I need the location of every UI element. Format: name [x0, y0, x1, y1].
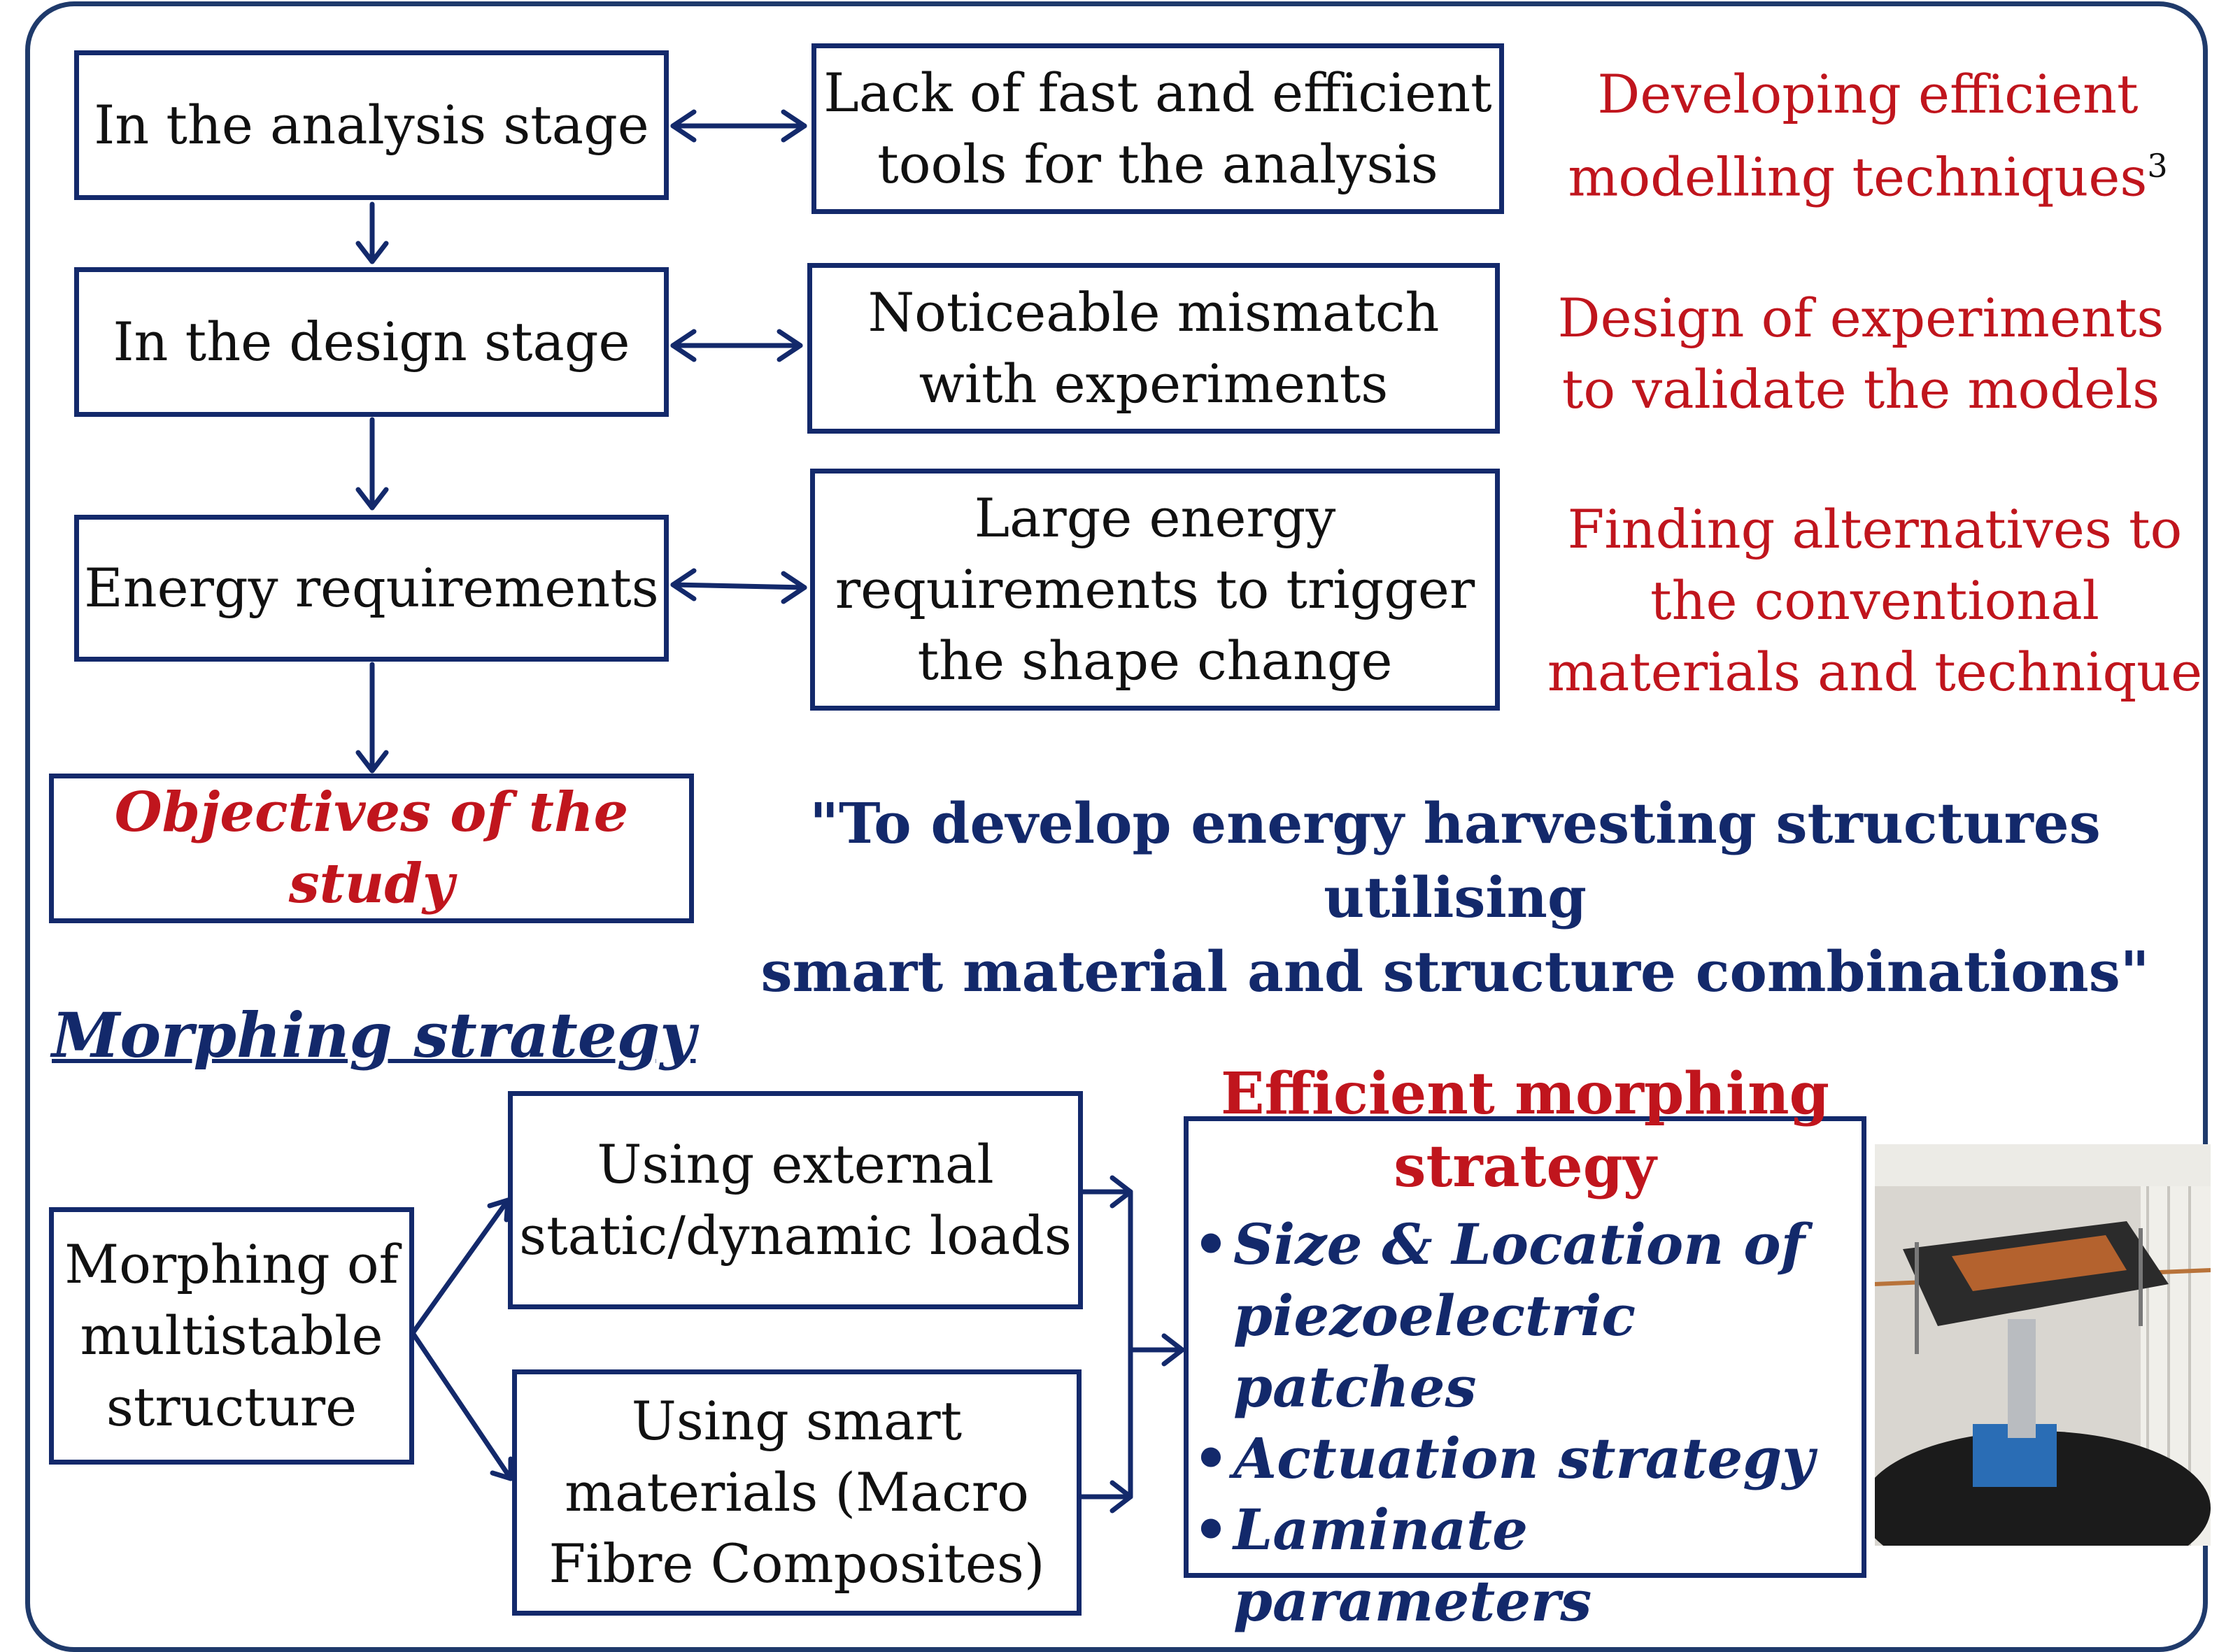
down-arrow-3: [355, 662, 389, 774]
solution-experiments: Design of experiments to validate the mo…: [1557, 287, 2164, 420]
solution-modelling: Developing efficient modelling technique…: [1539, 59, 2197, 213]
stage-box-analysis: In the analysis stage: [74, 50, 669, 200]
method-box-smart-materials: Using smart materials (Macro Fibre Compo…: [512, 1369, 1082, 1616]
bullet-dot-icon: •: [1193, 1211, 1229, 1277]
double-arrow-analysis: [670, 109, 807, 143]
stage-box-design: In the design stage: [74, 267, 669, 417]
reference-superscript: 3: [2147, 147, 2168, 185]
double-arrow-design: [670, 329, 803, 362]
result-box-efficient-strategy: Efficient morphing strategy •Size & Loca…: [1184, 1060, 1866, 1634]
merge-bracket: [1079, 1175, 1185, 1514]
method-label-external-loads: Using external static/dynamic loads: [519, 1133, 1072, 1267]
result-bullet: •Size & Location of piezoelectric patche…: [1189, 1209, 1862, 1423]
issue-box-design: Noticeable mismatch with experiments: [807, 263, 1500, 434]
result-title: Efficient morphing strategy: [1221, 1060, 1829, 1200]
double-arrow-energy: [670, 568, 807, 604]
stage-label-energy: Energy requirements: [84, 557, 659, 619]
split-arrow-down: [410, 1330, 513, 1481]
issue-label-analysis: Lack of fast and efficient tools for the…: [823, 62, 1492, 195]
issue-box-analysis: Lack of fast and efficient tools for the…: [811, 43, 1504, 214]
result-bullet-list: •Size & Location of piezoelectric patche…: [1189, 1209, 1862, 1637]
bullet-dot-icon: •: [1193, 1497, 1229, 1562]
morphing-source-box: Morphing of multistable structure: [49, 1207, 414, 1465]
stage-label-analysis: In the analysis stage: [94, 94, 649, 156]
method-label-smart-materials: Using smart materials (Macro Fibre Compo…: [548, 1390, 1045, 1595]
stage-label-design: In the design stage: [113, 311, 630, 373]
issue-box-energy: Large energy requirements to trigger the…: [810, 469, 1500, 711]
issue-label-design: Noticeable mismatch with experiments: [867, 281, 1440, 415]
result-bullet: •Actuation strategy: [1189, 1423, 1862, 1494]
morphing-heading: Morphing strategy: [52, 999, 696, 1071]
solution-alternatives: Finding alternatives to the conventional…: [1547, 498, 2203, 703]
experimental-setup-photo: [1875, 1144, 2211, 1546]
down-arrow-2: [355, 417, 389, 511]
result-bullet: •Laminate parameters: [1189, 1494, 1862, 1637]
bullet-text: Actuation strategy: [1233, 1425, 1815, 1491]
bullet-text: Laminate parameters: [1233, 1497, 1592, 1634]
objectives-box: Objectives of the study: [49, 774, 694, 923]
objectives-label: Objectives of the study: [114, 781, 629, 916]
down-arrow-1: [355, 201, 389, 264]
morphing-source-label: Morphing of multistable structure: [64, 1233, 399, 1438]
issue-label-energy: Large energy requirements to trigger the…: [835, 487, 1475, 692]
method-box-external-loads: Using external static/dynamic loads: [508, 1091, 1083, 1309]
solution-modelling-text: Developing efficient modelling technique…: [1568, 63, 2148, 208]
stage-box-energy: Energy requirements: [74, 515, 669, 662]
bullet-dot-icon: •: [1193, 1425, 1229, 1491]
objectives-quote: "To develop energy harvesting structures…: [760, 790, 2150, 1004]
split-arrow-up: [410, 1197, 511, 1336]
bullet-text: Size & Location of piezoelectric patches: [1233, 1211, 1806, 1420]
